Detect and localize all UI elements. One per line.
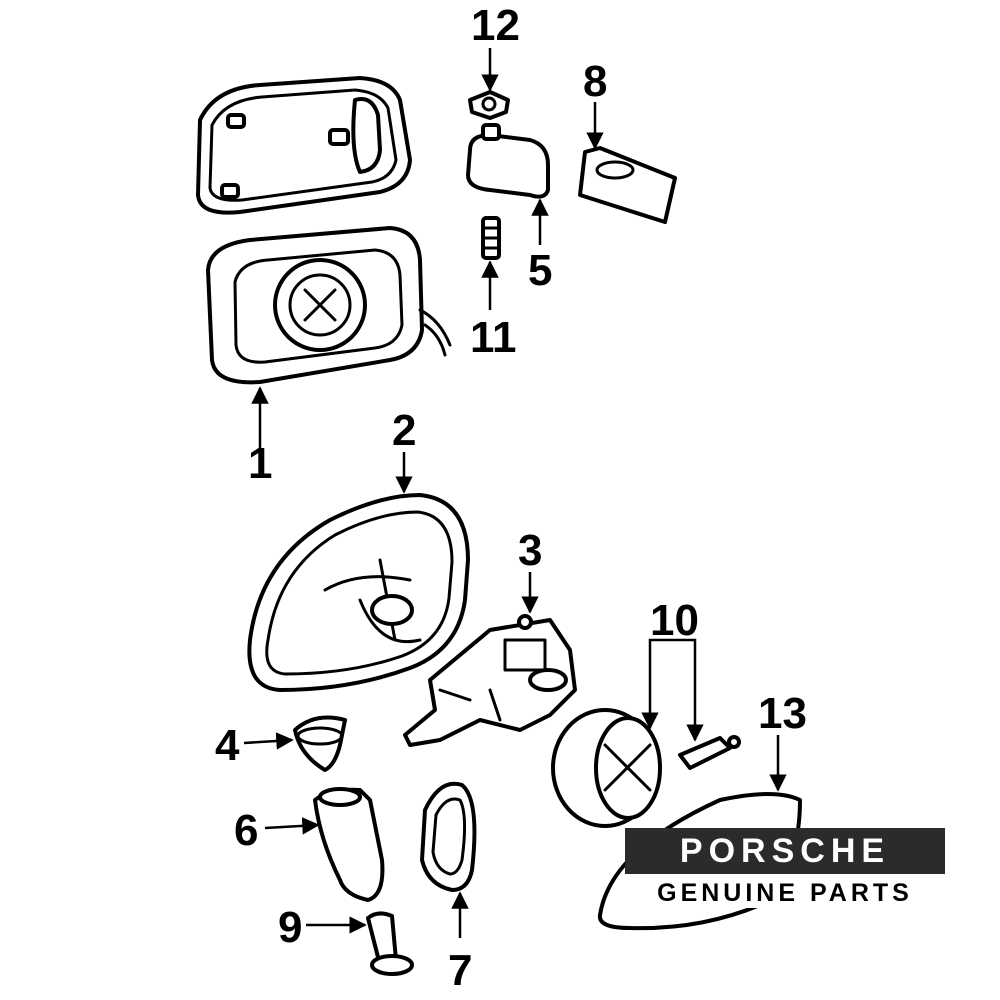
callout-10: 10	[650, 596, 699, 645]
callout-6: 6	[234, 806, 258, 855]
mount-bracket-part	[403, 614, 577, 747]
callout-13: 13	[758, 689, 807, 738]
mirror-housing-part	[206, 226, 452, 385]
callout-numbers: 12 8 5 11 1 2 3 10 13 4 6 9 7	[215, 1, 807, 995]
callout-11: 11	[470, 313, 517, 362]
screw-part	[481, 216, 501, 260]
callout-12: 12	[471, 1, 520, 50]
callout-2: 2	[392, 406, 416, 455]
nut-part	[468, 90, 510, 120]
callout-8: 8	[583, 57, 607, 106]
mirror-cover-part	[247, 493, 470, 692]
logo-tagline: GENUINE PARTS	[657, 879, 913, 907]
callout-5: 5	[528, 246, 552, 295]
motor-part	[551, 708, 662, 828]
callout-4: 4	[215, 721, 240, 770]
socket-part	[366, 911, 414, 976]
cap-part	[293, 715, 347, 772]
plate-part	[578, 146, 677, 224]
gasket-part	[420, 781, 477, 892]
lamp-housing-part	[313, 787, 385, 902]
mirror-glass-part	[196, 76, 412, 215]
callout-9: 9	[278, 903, 302, 952]
bulb-part	[678, 735, 741, 770]
logo-brand: PORSCHE	[625, 828, 945, 874]
porsche-genuine-parts-logo: PORSCHE GENUINE PARTS	[625, 828, 945, 908]
leader-lines	[243, 48, 787, 938]
bracket-part	[466, 123, 550, 199]
callout-7: 7	[448, 946, 472, 995]
callout-1: 1	[248, 439, 272, 488]
callout-3: 3	[518, 526, 542, 575]
